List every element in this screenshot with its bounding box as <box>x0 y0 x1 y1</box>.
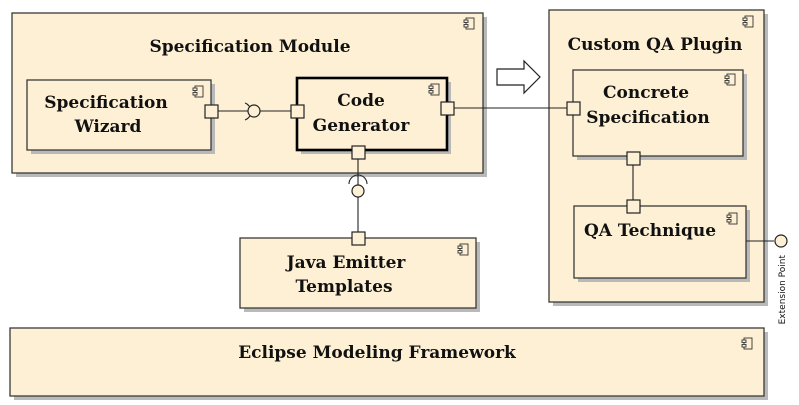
code-generator: Code Generator <box>295 76 451 154</box>
specification-wizard-label-line1: Specification <box>44 93 168 113</box>
java-emitter-label-line1: Java Emitter <box>285 253 407 273</box>
extension-point-ball <box>774 234 788 248</box>
qa-top-port <box>626 199 641 214</box>
generator-bottom-port <box>351 145 366 160</box>
templates-top-port <box>351 231 366 246</box>
specification-wizard: Specification Wizard <box>26 79 215 154</box>
generator-concrete-connector <box>440 101 581 116</box>
specification-wizard-label-line2: Wizard <box>74 117 142 137</box>
extension-point: Extension Point <box>746 234 788 325</box>
eclipse-modeling-framework: Eclipse Modeling Framework <box>9 327 768 400</box>
generator-left-port <box>290 104 305 119</box>
custom-qa-plugin-title: Custom QA Plugin <box>568 35 743 55</box>
wizard-generator-interface <box>204 102 305 121</box>
java-emitter-label-line2: Templates <box>295 277 392 297</box>
generator-templates-interface <box>348 145 368 246</box>
required-interface-socket <box>348 174 368 185</box>
java-emitter-templates: Java Emitter Templates <box>239 237 480 312</box>
provided-interface-ball <box>351 184 365 198</box>
qa-technique: QA Technique <box>573 205 750 282</box>
concrete-specification: Concrete Specification <box>572 69 747 160</box>
generator-right-port <box>440 101 455 116</box>
qa-technique-label: QA Technique <box>584 221 716 241</box>
specification-module-title: Specification Module <box>149 37 350 57</box>
eclipse-modeling-framework-label: Eclipse Modeling Framework <box>238 343 517 363</box>
concrete-bottom-port <box>626 151 641 166</box>
concrete-left-port <box>566 101 581 116</box>
wizard-port <box>204 104 219 119</box>
concrete-qa-connector <box>626 151 641 214</box>
provided-interface-ball <box>247 104 261 118</box>
extension-point-label: Extension Point <box>778 255 788 325</box>
code-generator-label-line1: Code <box>337 91 385 111</box>
concrete-specification-label-line1: Concrete <box>603 83 689 103</box>
concrete-specification-label-line2: Specification <box>586 108 710 128</box>
hollow-right-arrow-icon <box>496 59 541 95</box>
code-generator-label-line2: Generator <box>313 116 411 136</box>
